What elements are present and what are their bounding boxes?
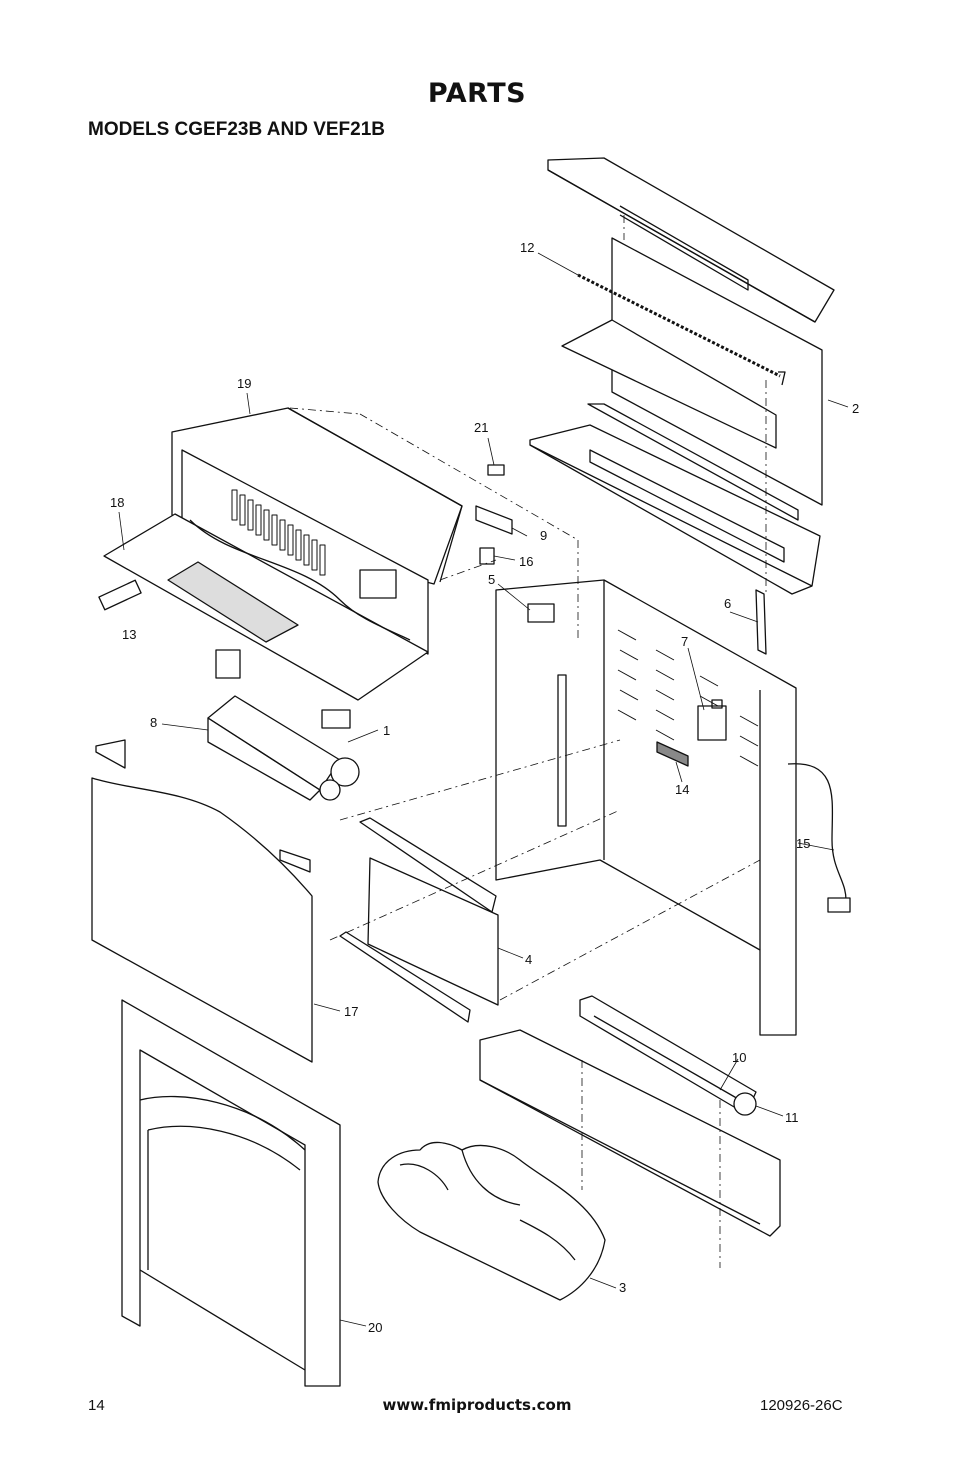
part-15-power-cord — [787, 763, 851, 913]
callout-7: 7 — [681, 634, 688, 649]
callout-20: 20 — [368, 1320, 382, 1335]
assembly-lines — [289, 215, 767, 1268]
callout-17: 17 — [344, 1004, 358, 1019]
document-code: 120926-26C — [760, 1397, 843, 1414]
callout-15: 15 — [796, 836, 810, 851]
callout-21: 21 — [474, 420, 488, 435]
part-1-blower — [319, 709, 360, 801]
part-13-remote — [98, 579, 142, 611]
callout-3: 3 — [619, 1280, 626, 1295]
callout-11: 11 — [785, 1110, 799, 1125]
part-12-strip — [577, 273, 781, 378]
part-21-knob — [487, 464, 505, 476]
part-14-label — [656, 741, 689, 767]
models-subtitle: MODELS CGEF23B AND VEF21B — [88, 119, 386, 140]
part-18-bottom-tray — [103, 513, 429, 701]
part-4-glass-panel — [339, 817, 499, 1023]
callout-18: 18 — [110, 495, 124, 510]
firebox-vents — [617, 629, 759, 767]
callout-10: 10 — [732, 1050, 746, 1065]
callout-2: 2 — [852, 401, 859, 416]
part-3-logs — [377, 1141, 606, 1301]
part-9-label — [475, 505, 513, 535]
callout-9: 9 — [540, 528, 547, 543]
page-number: 14 — [88, 1397, 105, 1414]
part-19-louvers — [231, 489, 326, 576]
callout-1: 1 — [383, 723, 390, 738]
callout-4: 4 — [525, 952, 532, 967]
callout-13: 13 — [122, 627, 136, 642]
callout-16: 16 — [519, 554, 533, 569]
callout-12: 12 — [520, 240, 534, 255]
callout-19: 19 — [237, 376, 251, 391]
part-7-control-module — [697, 699, 727, 741]
part-19-top-housing — [171, 407, 463, 655]
part-11-motor — [733, 1092, 757, 1116]
callout-14: 14 — [675, 782, 689, 797]
callout-5: 5 — [488, 572, 495, 587]
part-17-front-panel — [91, 739, 313, 1063]
part-6-bracket — [755, 589, 767, 655]
part-5-switch-box — [527, 603, 555, 623]
part-2-top-hood — [529, 157, 835, 595]
website-link[interactable]: www.fmiproducts.com — [382, 1396, 572, 1414]
callout-6: 6 — [724, 596, 731, 611]
bottom-trough — [479, 1029, 781, 1237]
part-20-frame — [121, 999, 341, 1387]
callout-8: 8 — [150, 715, 157, 730]
page-title: PARTS — [427, 78, 527, 109]
firebox-body — [495, 579, 797, 1036]
callout-labels: 1 2 3 4 5 6 7 8 9 10 11 12 13 14 15 16 1… — [110, 240, 859, 1335]
leader-lines — [118, 252, 849, 1327]
